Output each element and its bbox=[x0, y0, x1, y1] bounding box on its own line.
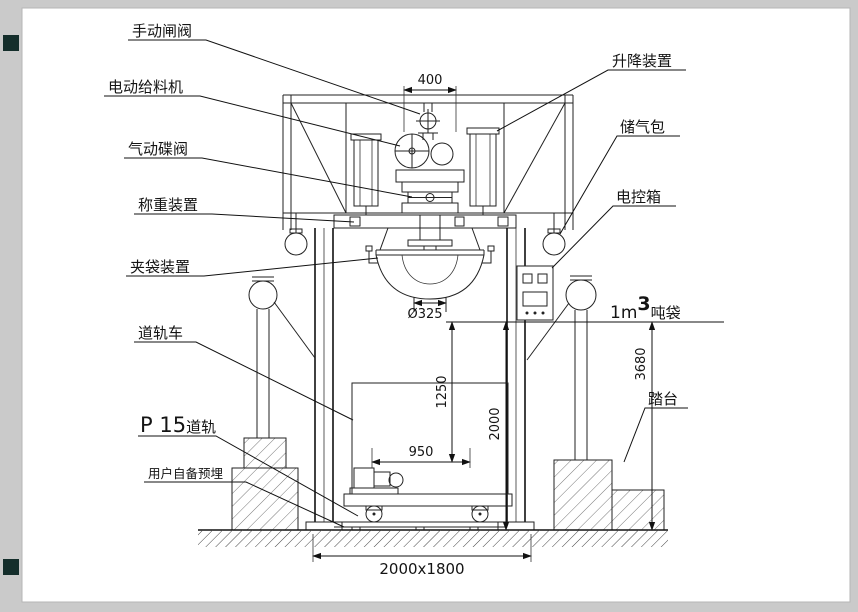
ground-hatch bbox=[198, 530, 668, 547]
svg-text:升降装置: 升降装置 bbox=[612, 52, 672, 70]
svg-text:称重装置: 称重装置 bbox=[138, 196, 198, 214]
leader-line bbox=[134, 213, 355, 223]
leader-line bbox=[128, 39, 421, 115]
air-tanks bbox=[284, 213, 566, 256]
dim-total-height: 3680 bbox=[634, 347, 649, 380]
label-control-box: 电控箱 bbox=[551, 188, 676, 269]
window-handle-top bbox=[3, 35, 19, 51]
label-lifting-device: 升降装置 bbox=[496, 52, 686, 132]
pneumatic-butterfly-valve bbox=[401, 191, 459, 214]
label-user-embedded: 用户自备预埋 bbox=[144, 466, 345, 528]
leader-line bbox=[138, 435, 359, 517]
label-p15-rail: P 15道轨 bbox=[138, 413, 359, 517]
leader-line bbox=[104, 95, 401, 147]
dim-bag-height: 1250 bbox=[435, 375, 450, 408]
dimensions: 400 Ø325 1250 950 2000 3680 2000x1800 bbox=[312, 73, 724, 578]
svg-text:电动给料机: 电动给料机 bbox=[108, 78, 183, 96]
leader-line bbox=[623, 407, 688, 463]
label-ton-bag: 1m3吨袋 bbox=[610, 293, 681, 323]
drawing-sheet bbox=[21, 7, 851, 603]
top-frame bbox=[282, 94, 574, 230]
label-weighing-device: 称重装置 bbox=[134, 196, 355, 223]
leader-line bbox=[126, 257, 379, 277]
svg-text:气动碟阀: 气动碟阀 bbox=[128, 140, 188, 158]
label-rail-car: 道轨车 bbox=[134, 324, 354, 421]
svg-text:夹袋装置: 夹袋装置 bbox=[130, 258, 190, 276]
label-bag-clamp-device: 夹袋装置 bbox=[126, 257, 379, 277]
step-platform-lower bbox=[611, 489, 665, 531]
air-tank-left bbox=[284, 232, 308, 256]
lifting-cylinders bbox=[350, 127, 500, 215]
dim-footprint: 2000x1800 bbox=[379, 560, 464, 578]
leader-line bbox=[496, 69, 686, 132]
leader-line bbox=[144, 481, 345, 528]
air-tank-right bbox=[542, 232, 566, 256]
side-actuator-left bbox=[248, 276, 316, 438]
manual-gate-valve bbox=[416, 103, 440, 140]
label-manual-gate-valve: 手动闸阀 bbox=[128, 22, 421, 115]
step-platform-upper bbox=[553, 459, 613, 531]
label-air-tank: 储气包 bbox=[559, 118, 680, 235]
dim-spout-diameter: Ø325 bbox=[407, 307, 442, 322]
foundation-left-lower bbox=[231, 467, 299, 531]
svg-text:手动闸阀: 手动闸阀 bbox=[132, 22, 192, 40]
label-step-platform: 踏台 bbox=[623, 390, 688, 463]
label-electric-feeder: 电动给料机 bbox=[104, 78, 401, 147]
side-actuator-right bbox=[526, 275, 597, 460]
window-handle-bottom bbox=[3, 559, 19, 575]
leader-line bbox=[124, 157, 413, 198]
weigh-hopper bbox=[375, 227, 485, 312]
svg-text:用户自备预埋: 用户自备预埋 bbox=[148, 466, 224, 481]
support-beam bbox=[333, 214, 517, 229]
leader-line bbox=[559, 135, 680, 235]
bag-clamp bbox=[365, 245, 495, 264]
svg-text:1m3吨袋: 1m3吨袋 bbox=[610, 293, 681, 323]
svg-text:道轨车: 道轨车 bbox=[138, 324, 183, 342]
dim-clearance-height: 2000 bbox=[488, 407, 503, 440]
svg-text:电控箱: 电控箱 bbox=[616, 188, 661, 206]
callout-labels-left: 手动闸阀 电动给料机 气动碟阀 称重装置 夹袋装置 道轨车 P 15道轨 用户 bbox=[104, 22, 421, 528]
leader-line bbox=[134, 341, 354, 421]
control-box bbox=[516, 265, 554, 321]
svg-text:P 15道轨: P 15道轨 bbox=[140, 413, 216, 437]
dim-inlet-width: 400 bbox=[418, 73, 443, 88]
callout-labels-right: 升降装置 储气包 电控箱 1m3吨袋 踏台 bbox=[496, 52, 688, 463]
svg-text:储气包: 储气包 bbox=[620, 118, 665, 136]
ground-foundation bbox=[198, 437, 668, 547]
dim-pallet-width: 950 bbox=[409, 445, 434, 460]
svg-text:踏台: 踏台 bbox=[648, 390, 678, 408]
leader-line bbox=[551, 205, 676, 269]
label-pneumatic-butterfly-valve: 气动碟阀 bbox=[124, 140, 413, 198]
